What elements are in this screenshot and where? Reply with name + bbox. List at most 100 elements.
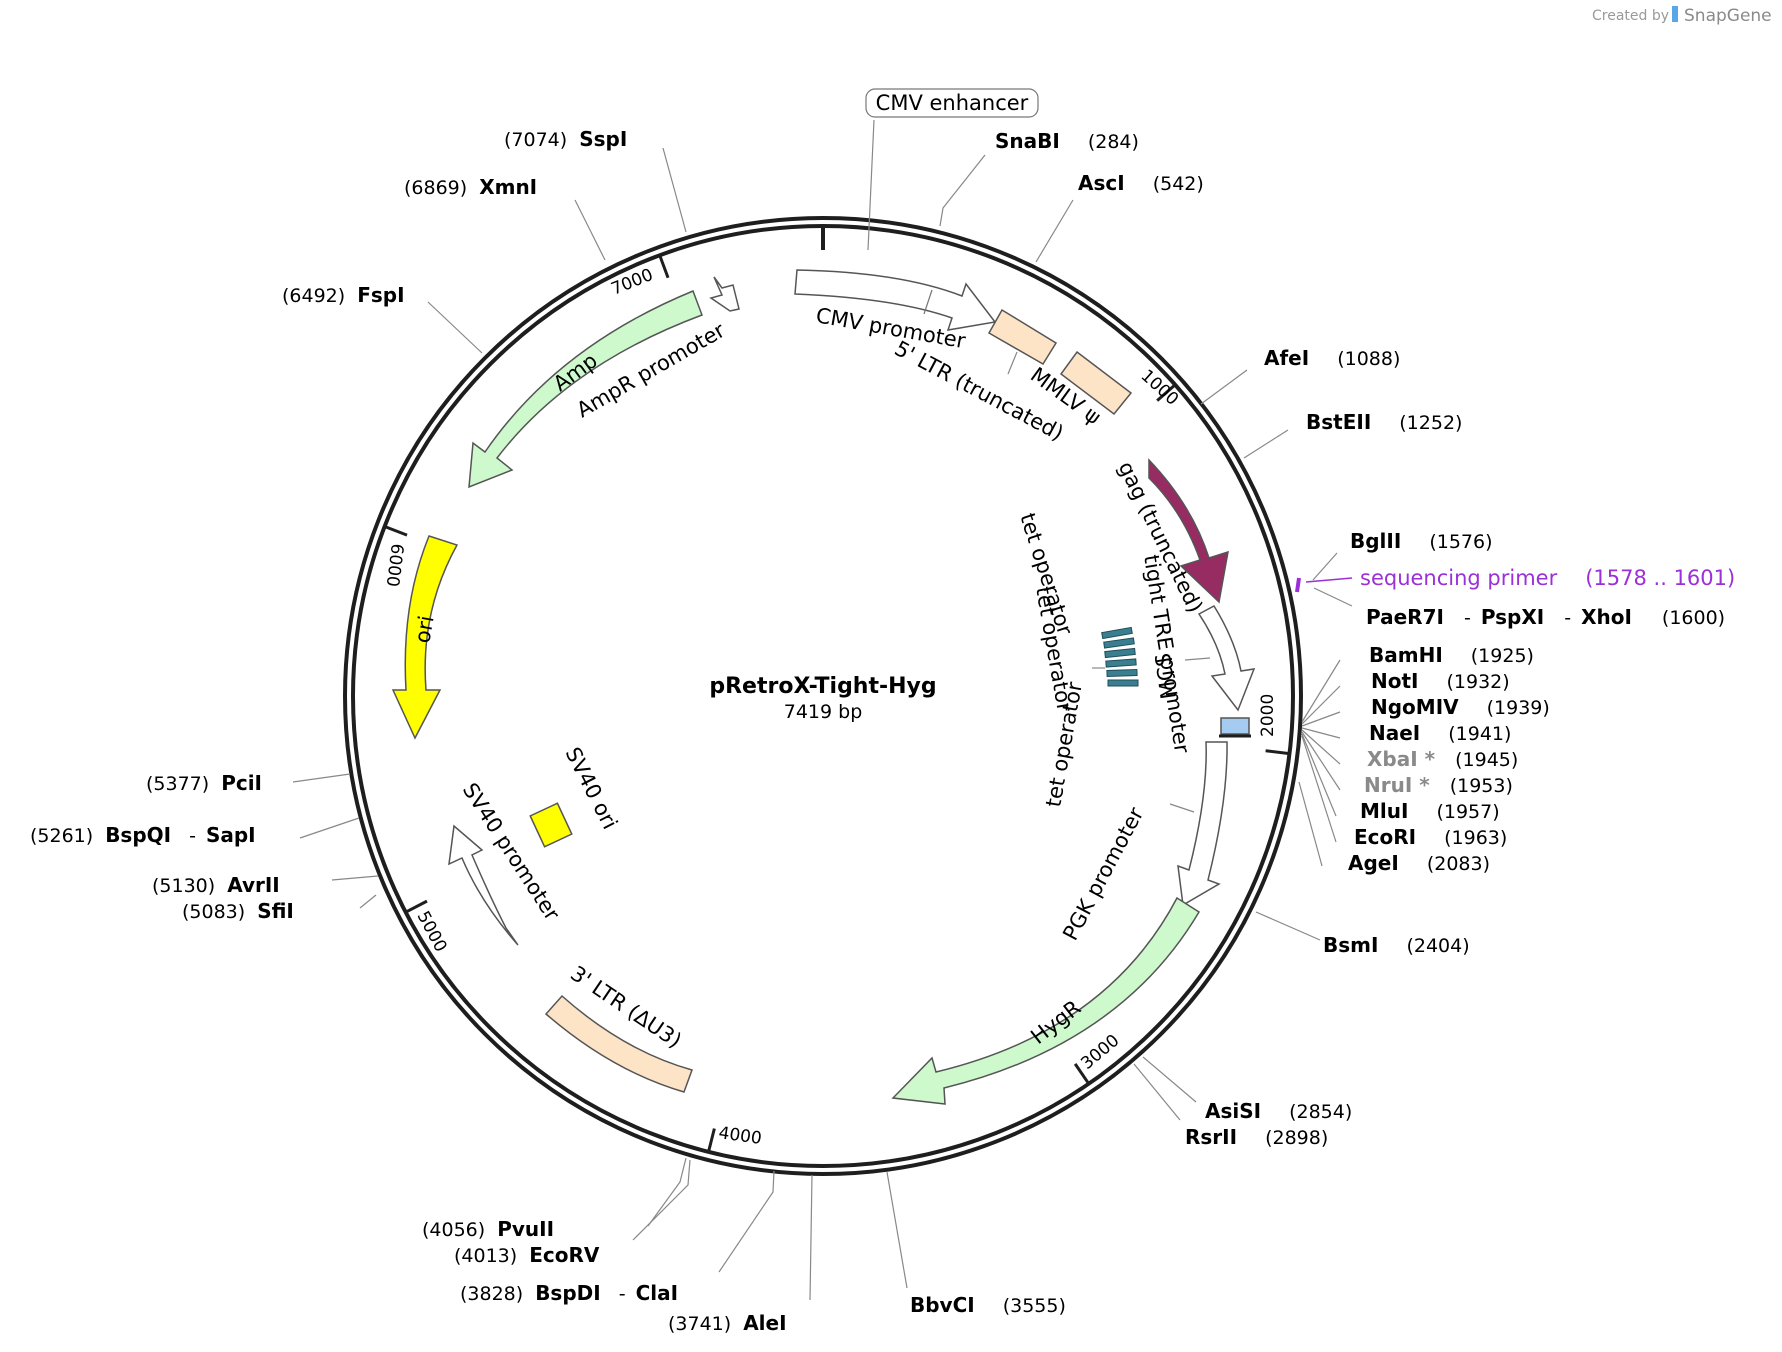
- site-ngomiv: NgoMIV(1939): [1371, 695, 1550, 719]
- ori-label: ori: [410, 614, 438, 645]
- paer7i-leader: [1313, 587, 1353, 607]
- rsrii-leader: [1133, 1063, 1181, 1121]
- pgk-arrow: [1177, 741, 1228, 907]
- nrui-leader: [1301, 731, 1341, 791]
- tick-label-7000: 7000: [608, 265, 656, 300]
- ecorv-leader: [632, 1159, 691, 1241]
- ecori-leader: [1301, 735, 1337, 843]
- site-asisi: AsiSI(2854): [1205, 1099, 1352, 1123]
- tick-label-2000: 2000: [1258, 694, 1278, 737]
- tet-operator-label-3: tet operator: [1041, 680, 1087, 809]
- tick-group: [384, 254, 1290, 1153]
- site-ecorv: (4013)EcoRV: [454, 1243, 600, 1267]
- site-bamhi: BamHI(1925): [1369, 643, 1534, 667]
- xmni-leader: [574, 199, 606, 261]
- pgk-leader: [1169, 803, 1195, 813]
- site-bspqi: (5261)BspQI-SapI: [30, 823, 256, 847]
- tet-operator-bar: [1104, 647, 1136, 659]
- tick-mark-7000: [658, 254, 670, 279]
- tet-operator-bar: [1103, 637, 1135, 649]
- site-afei: AfeI(1088): [1264, 346, 1400, 370]
- site-snabi: SnaBI(284): [995, 129, 1139, 153]
- amp-arrow: [468, 290, 703, 489]
- plasmid-name: pRetroX-Tight-Hyg: [709, 674, 936, 699]
- site-alei: (3741)AleI: [668, 1311, 787, 1335]
- avrii-leader: [331, 875, 379, 881]
- bglii-leader: [1312, 552, 1338, 581]
- tre-arrow: [1197, 605, 1256, 712]
- sv40-ori-label: SV40 ori: [561, 743, 623, 833]
- tick-mark-3000: [1073, 1063, 1090, 1085]
- tet-operator-bar: [1107, 679, 1139, 687]
- snapgene-logo-icon: [1672, 6, 1678, 22]
- site-pcii: (5377)PciI: [146, 771, 262, 795]
- tet-operator-bars: [1101, 626, 1139, 687]
- site-agei: AgeI(2083): [1348, 851, 1490, 875]
- site-fspi: (6492)FspI: [282, 283, 405, 307]
- site-nrui: NruI *(1953): [1364, 773, 1513, 797]
- pgk-label: PGK promoter: [1058, 803, 1148, 944]
- afei-leader: [1200, 369, 1248, 405]
- mlui-leader: [1301, 733, 1337, 817]
- mcs-block: [1220, 717, 1250, 735]
- mmlv-psi-block: [1059, 350, 1133, 416]
- ltr3-block: [544, 994, 693, 1093]
- pvuii-leader: [647, 1157, 687, 1227]
- cmv-enhancer-leader: [867, 119, 875, 251]
- site-asci: AscI(542): [1078, 171, 1204, 195]
- noti-leader: [1301, 685, 1341, 725]
- ampr-promoter-arrow: [709, 276, 740, 312]
- bspqi-leader: [299, 817, 360, 839]
- tick-mark-1000: [1156, 383, 1177, 402]
- site-sequencing-primer: sequencing primer(1578 .. 1601): [1360, 566, 1735, 590]
- site-xbai: XbaI *(1945): [1367, 747, 1518, 771]
- tick-mark-5000: [404, 899, 428, 914]
- tick-mark-6000: [384, 525, 408, 537]
- gag-arrow: [1148, 458, 1229, 604]
- site-pvuii: (4056)PvuII: [422, 1217, 554, 1241]
- alei-leader: [809, 1174, 813, 1301]
- site-noti: NotI(1932): [1371, 669, 1510, 693]
- ori-arrow: [391, 535, 459, 740]
- cmv-promoter-arrow: [794, 269, 997, 331]
- plasmid-size: 7419 bp: [784, 701, 863, 723]
- hygr-arrow: [891, 896, 1201, 1105]
- bsteii-leader: [1243, 429, 1289, 459]
- ngomiv-leader: [1301, 711, 1341, 727]
- site-labels: SnaBI(284) AscI(542) AfeI(1088) BstEII(1…: [30, 127, 1735, 1335]
- snabi-leader: [939, 154, 986, 227]
- site-paer7i: PaeR7I-PspXI-XhoI(1600): [1366, 605, 1725, 629]
- sv40-promoter-arrow: [448, 824, 519, 946]
- site-bsmi: BsmI(2404): [1323, 933, 1470, 957]
- tet-operator-bar: [1106, 668, 1138, 678]
- primer-leader: [1305, 577, 1353, 583]
- site-avrii: (5130)AvrII: [152, 873, 280, 897]
- sspi-leader: [662, 147, 687, 233]
- feature-labels: CMV enhancer CMV promoter 5' LTR (trunca…: [410, 88, 1207, 1053]
- sv40-ori-block: [529, 802, 573, 848]
- agei-leader: [1298, 781, 1323, 867]
- site-bbvci: BbvCI(3555): [910, 1293, 1066, 1317]
- fspi-leader: [427, 301, 483, 354]
- credit-brand: SnapGene: [1684, 6, 1772, 26]
- site-mlui: MluI(1957): [1360, 799, 1500, 823]
- tet-operator-bar: [1105, 658, 1137, 668]
- site-xmni: (6869)XmnI: [404, 175, 537, 199]
- ltr5-block: [987, 308, 1058, 366]
- site-ecori: EcoRI(1963): [1354, 825, 1507, 849]
- cmv-enhancer-label-box: [865, 88, 1039, 118]
- site-bspdi: (3828)BspDI-ClaI: [460, 1281, 678, 1305]
- ltr5-leader: [1007, 351, 1018, 375]
- tick-label-4000: 4000: [717, 1123, 763, 1149]
- sequencing-primer-mark: [1295, 577, 1301, 593]
- tick-mark-2000: [1265, 749, 1290, 756]
- pcii-leader: [292, 773, 351, 783]
- credit-prefix: Created by: [1592, 8, 1669, 24]
- site-sspi: (7074)SspI: [504, 127, 627, 151]
- asci-leader: [1035, 199, 1074, 263]
- sfii-leader: [359, 894, 377, 909]
- site-rsrii: RsrII(2898): [1185, 1125, 1328, 1149]
- snapgene-credit: Created by SnapGene: [1592, 6, 1772, 26]
- asisi-leader: [1142, 1056, 1197, 1103]
